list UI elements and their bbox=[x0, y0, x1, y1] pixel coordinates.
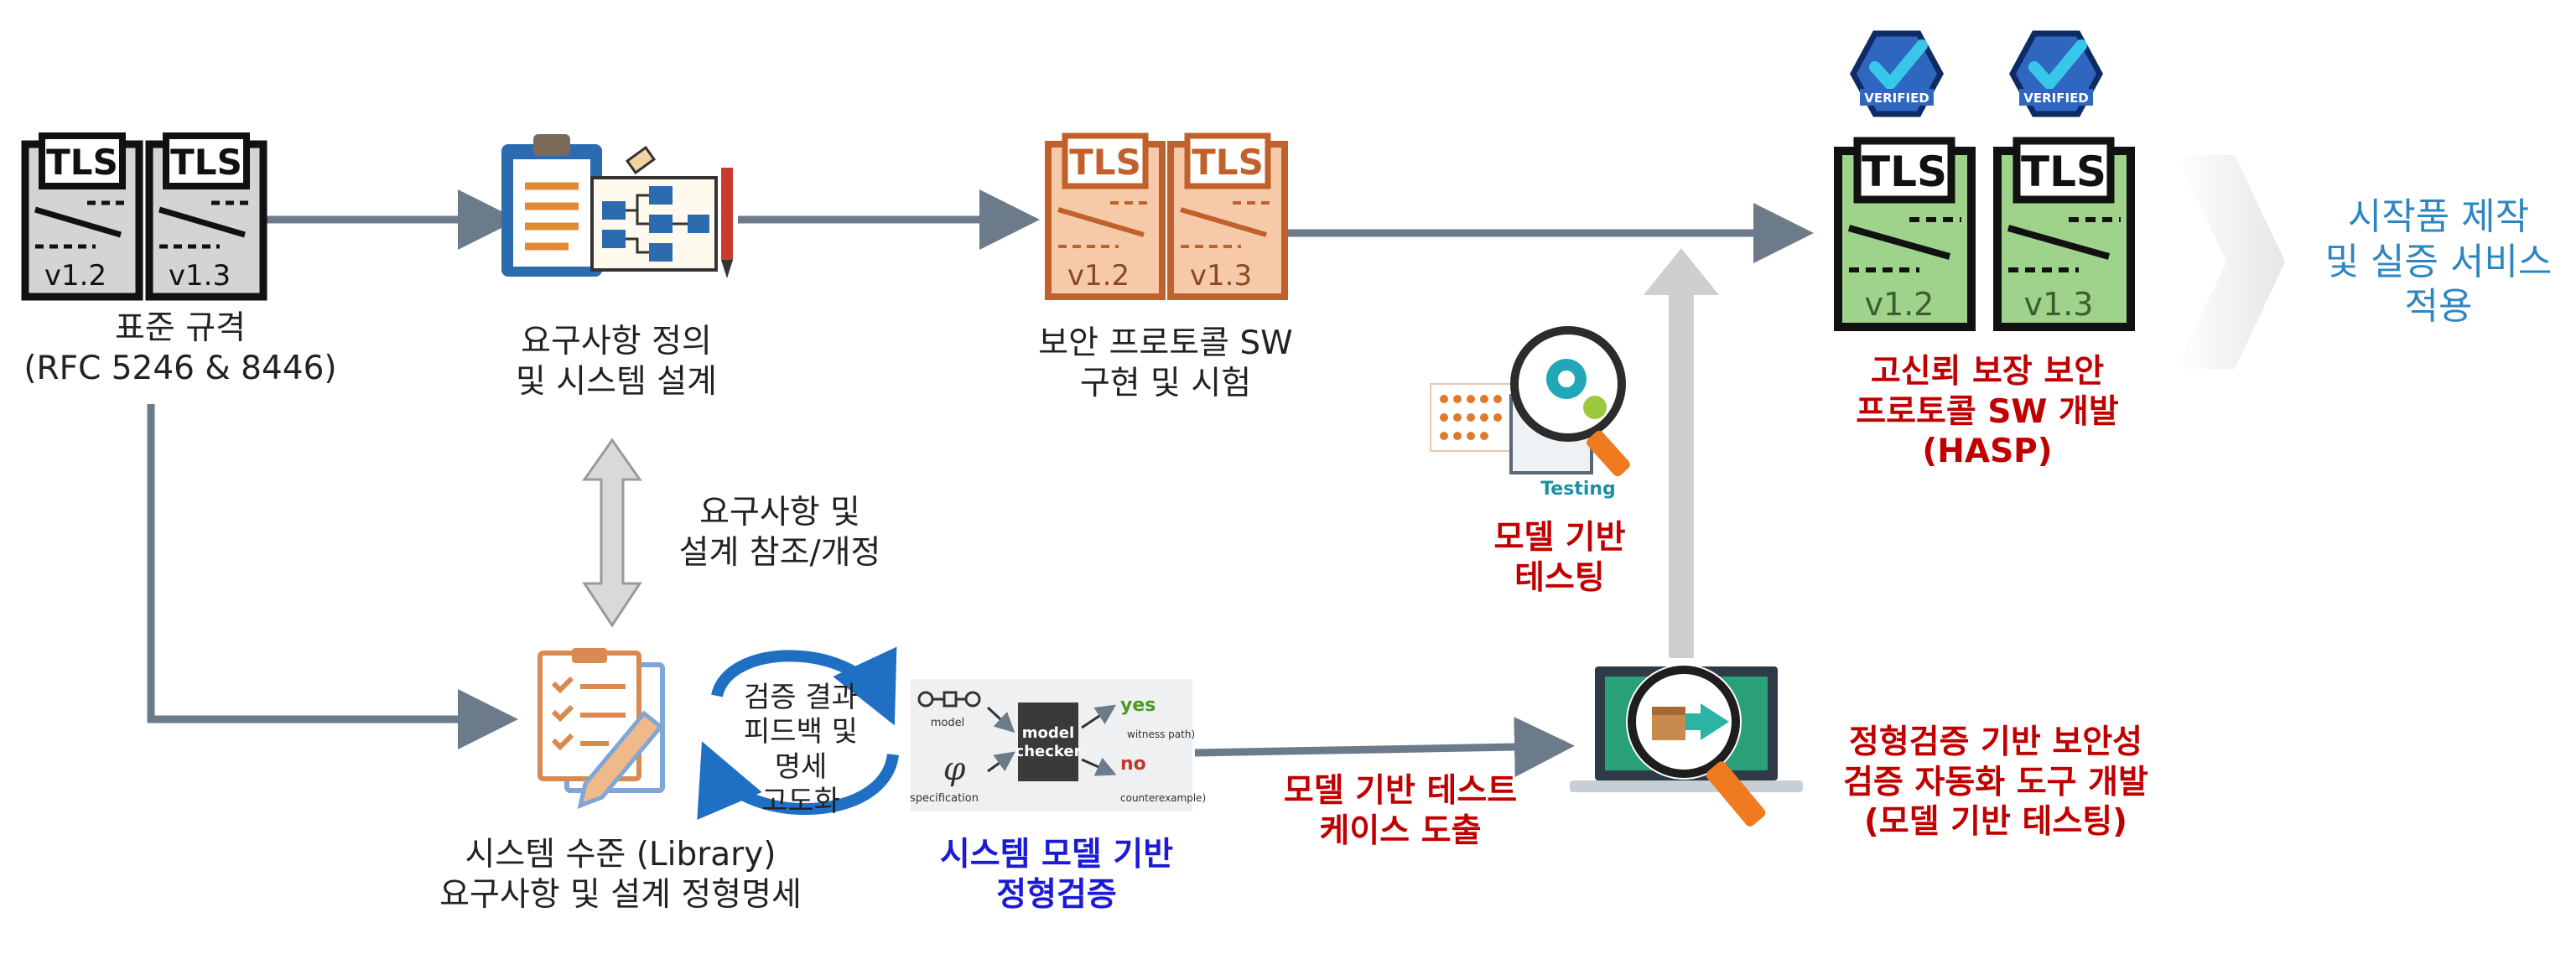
version-text: v1.2 bbox=[1067, 259, 1130, 293]
yes-text: yes bbox=[1120, 695, 1156, 716]
verified-text: VERIFIED bbox=[1864, 91, 1929, 106]
version-text: v1.2 bbox=[44, 259, 106, 293]
tls-doc-verified-v12: TLS v1.2 bbox=[1834, 137, 1976, 331]
tls-text: TLS bbox=[170, 142, 242, 183]
label-auto-tool: 정형검증 기반 보안성 검증 자동화 도구 개발 (모델 기반 테스팅) bbox=[1843, 723, 2148, 842]
label-ref-revision: 요구사항 및 설계 참조/개정 bbox=[678, 494, 881, 572]
no-text: no bbox=[1120, 754, 1146, 775]
label-model-testing: 모델 기반 테스팅 bbox=[1493, 519, 1626, 597]
verified-badge-icon: VERIFIED bbox=[2009, 30, 2103, 117]
model-text: model bbox=[931, 717, 964, 729]
label-test-case: 모델 기반 테스트 케이스 도출 bbox=[1283, 772, 1518, 850]
arrow-tool-to-main-line bbox=[1644, 248, 1719, 658]
verified-text: VERIFIED bbox=[2023, 91, 2089, 106]
version-text: v1.3 bbox=[2024, 286, 2094, 323]
specification-text: specification bbox=[910, 792, 979, 805]
feedback-arc-bottom bbox=[697, 741, 899, 821]
counter-text: counterexample) bbox=[1120, 792, 1206, 804]
double-arrow-ref-revision bbox=[582, 438, 642, 628]
label-feedback: 검증 결과 피드백 및 명세 고도화 bbox=[744, 681, 858, 819]
testing-caption: Testing bbox=[1540, 479, 1616, 500]
label-hasp: 고신뢰 보장 보안 프로토콜 SW 개발 (HASP) bbox=[1856, 353, 2119, 471]
label-model-verification: 시스템 모델 기반 정형검증 bbox=[939, 836, 1174, 914]
verified-badge-icon: VERIFIED bbox=[1850, 30, 1944, 117]
label-prototype: 시작품 제작 및 실증 서비스 적용 bbox=[2324, 195, 2553, 329]
tls-doc-verified-v13: TLS v1.3 bbox=[1993, 137, 2135, 331]
version-text: v1.3 bbox=[1190, 259, 1252, 293]
tls-doc-standard-v12: TLS v1.2 bbox=[21, 132, 143, 301]
tls-text: TLS bbox=[2021, 148, 2106, 196]
tls-text: TLS bbox=[1862, 148, 1947, 196]
label-requirements: 요구사항 정의 및 시스템 설계 bbox=[515, 323, 718, 401]
svg-text:φ: φ bbox=[943, 750, 966, 787]
tls-text: TLS bbox=[46, 142, 118, 183]
tls-text: TLS bbox=[1069, 142, 1141, 183]
tls-doc-standard-v13: TLS v1.3 bbox=[145, 132, 267, 301]
laptop-magnifier-icon bbox=[1570, 664, 1803, 827]
version-text: v1.2 bbox=[1865, 286, 1935, 323]
testing-magnifier-icon: Testing bbox=[1430, 326, 1630, 500]
tls-doc-impl-v13: TLS v1.3 bbox=[1167, 132, 1288, 300]
clipboard-design-icon bbox=[501, 134, 733, 278]
formal-spec-docs-icon bbox=[538, 648, 665, 810]
arrow-to-prototype bbox=[2176, 155, 2285, 369]
witness-text: witness path) bbox=[1127, 728, 1195, 740]
connectors bbox=[147, 155, 2285, 821]
model-checker-figure: model φ specification model checker yes … bbox=[910, 679, 1206, 811]
tls-text: TLS bbox=[1192, 142, 1264, 183]
arrow-standard-to-formal-spec bbox=[147, 404, 518, 749]
arrow-model-checker-to-tool bbox=[1194, 716, 1575, 777]
svg-text:model: model bbox=[1022, 724, 1074, 742]
feedback-arc-top bbox=[711, 646, 897, 726]
svg-text:checker: checker bbox=[1015, 743, 1082, 760]
version-text: v1.3 bbox=[169, 259, 231, 293]
label-formal-spec: 시스템 수준 (Library) 요구사항 및 설계 정형명세 bbox=[439, 836, 802, 914]
tls-doc-impl-v12: TLS v1.2 bbox=[1045, 132, 1166, 300]
label-standard: 표준 규격 (RFC 5246 & 8446) bbox=[23, 309, 337, 387]
label-implementation: 보안 프로토콜 SW 구현 및 시험 bbox=[1038, 324, 1293, 402]
